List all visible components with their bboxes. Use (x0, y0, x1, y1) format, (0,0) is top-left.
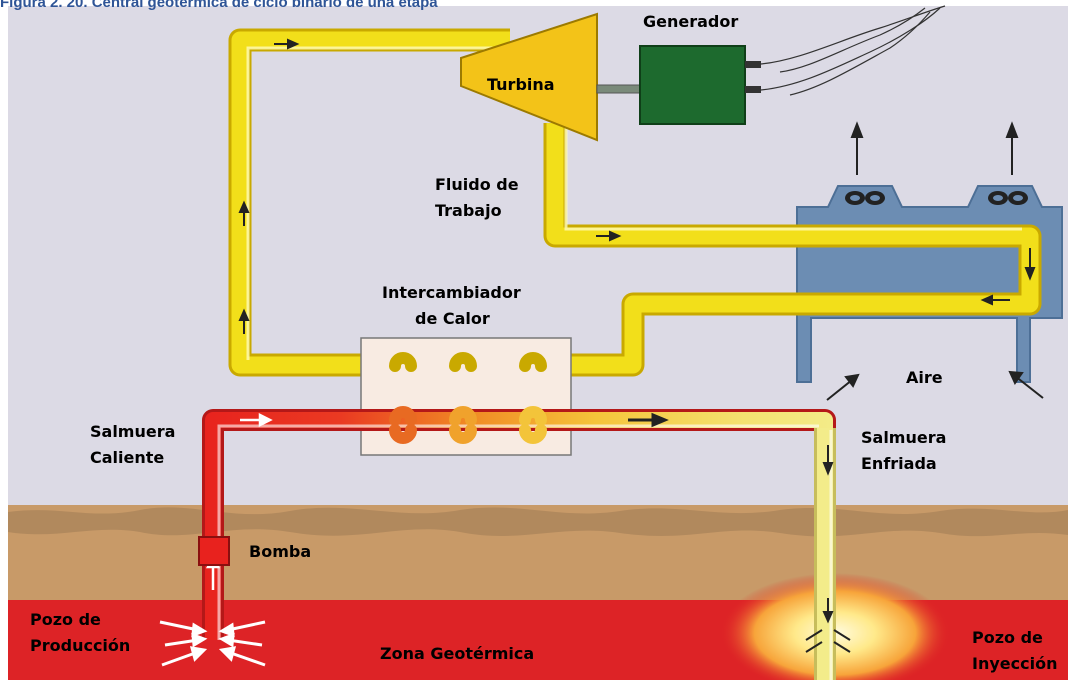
fan-icon (845, 191, 885, 205)
power-lines (760, 5, 946, 96)
pump-label: Bomba (249, 542, 311, 561)
flow-arrow (628, 412, 669, 428)
turbine-shaft (596, 84, 643, 94)
working-fluid-label-line2: Trabajo (435, 201, 502, 220)
injection-spread-arrows (805, 629, 851, 653)
hot-brine-label-line1: Salmuera (90, 422, 175, 441)
heat-exchanger-label-line1: Intercambiador (382, 283, 521, 302)
soil-texture (8, 507, 1068, 537)
production-well-label-line1: Pozo de (30, 610, 101, 629)
cooled-brine-label-line1: Salmuera (861, 428, 946, 447)
injection-well-label-line1: Pozo de (972, 628, 1043, 647)
generator (639, 45, 746, 125)
heat-exchanger-label-line2: de Calor (415, 309, 490, 328)
air-outflow-arrow (850, 121, 1019, 175)
production-inflow-arrows (159, 620, 266, 667)
cooled-brine-label-line2: Enfriada (861, 454, 937, 473)
hot-brine-label-line2: Caliente (90, 448, 164, 467)
turbine-label: Turbina (487, 75, 555, 94)
generator-terminal (745, 86, 761, 93)
flow-arrow (822, 445, 834, 624)
geothermal-zone-label: Zona Geotérmica (380, 644, 534, 663)
exchanger-tubes (389, 352, 547, 444)
air-inflow-arrow (826, 370, 1044, 401)
production-well-label-line2: Producción (30, 636, 130, 655)
figure-caption: Figura 2. 20. Central geotérmica de cicl… (0, 0, 438, 11)
flow-arrow (238, 38, 1036, 334)
generator-terminal (745, 61, 761, 68)
injection-well-label-line2: Inyección (972, 654, 1057, 673)
fan-icon (988, 191, 1028, 205)
generator-label: Generador (643, 12, 738, 31)
working-fluid-pipe (231, 31, 1039, 374)
working-fluid-label-line1: Fluido de (435, 175, 519, 194)
pump (198, 536, 230, 566)
turbine (460, 12, 598, 142)
air-label: Aire (906, 368, 943, 387)
